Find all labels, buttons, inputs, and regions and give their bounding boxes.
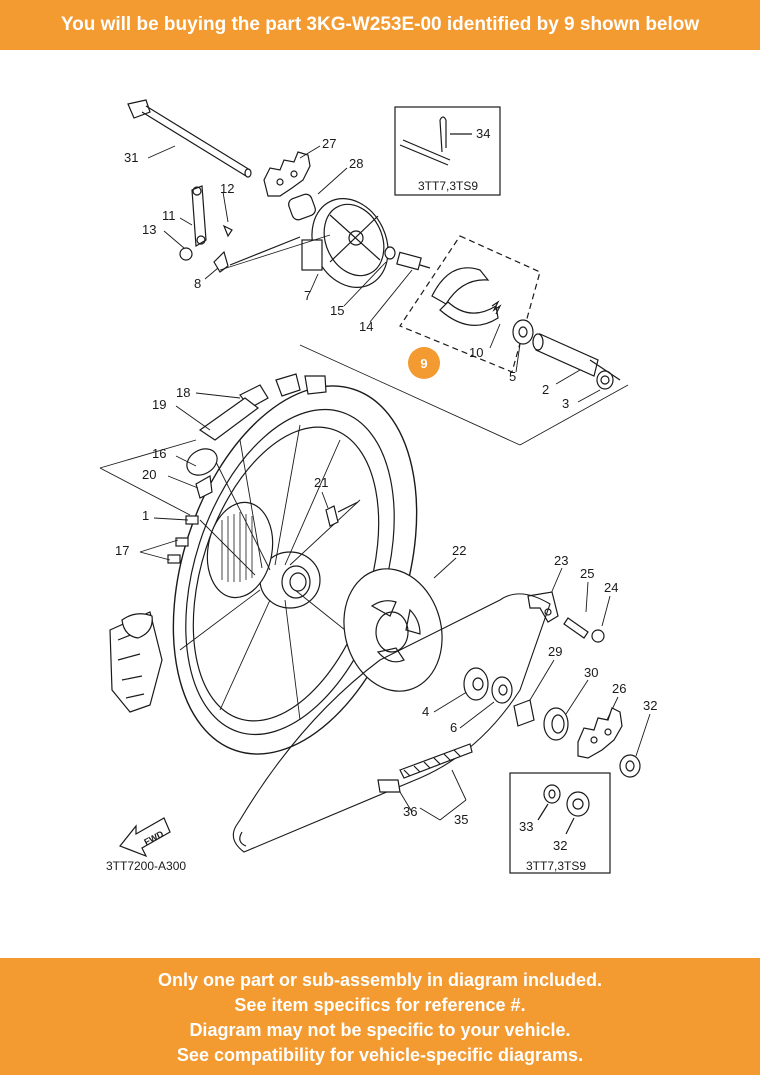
chain-adjuster-parts [527, 591, 605, 643]
part-label: 16 [152, 446, 166, 461]
part-label: 31 [124, 150, 138, 165]
part-label: 36 [403, 804, 417, 819]
part-label: 27 [322, 136, 336, 151]
axle-part [127, 99, 252, 178]
leader-lines [99, 145, 651, 821]
part-label: 2 [542, 382, 549, 397]
drawing-code: 3TT7200-A300 [106, 859, 186, 873]
part-label: 12 [220, 181, 234, 196]
part-label: 17 [115, 543, 129, 558]
part-label: 28 [349, 156, 363, 171]
brake-shoe-group-highlight [399, 235, 541, 373]
part-label: 26 [612, 681, 626, 696]
part-label: 20 [142, 467, 156, 482]
highlight-marker [408, 347, 440, 379]
drive-sprocket-part [577, 707, 641, 778]
part-label: 4 [422, 704, 429, 719]
part-label: 5 [509, 369, 516, 384]
part-label: 32 [553, 838, 567, 853]
highlight-marker-label: 9 [420, 356, 427, 371]
part-label: 1 [142, 508, 149, 523]
part-label: 19 [152, 397, 166, 412]
part-label: 22 [452, 543, 466, 558]
footer-line: See compatibility for vehicle-specific d… [176, 1045, 584, 1065]
part-label: 7 [304, 288, 311, 303]
brake-arm-part [179, 185, 301, 273]
footer-line: Diagram may not be specific to your vehi… [189, 1020, 571, 1040]
part-label: 15 [330, 303, 344, 318]
inset-top-label: 3TT7,3TS9 [418, 179, 478, 193]
part-label: 33 [519, 819, 533, 834]
sprocket-hub-upper [263, 151, 316, 221]
brake-panel-part [301, 198, 389, 288]
wheel-assembly [109, 373, 418, 755]
bearing-spacer-parts [512, 319, 621, 390]
rear-sprocket-part [343, 568, 443, 692]
part-label: 30 [584, 665, 598, 680]
hub-bearings-parts [463, 667, 569, 741]
header-text: You will be buying the part 3KG-W253E-00… [60, 14, 700, 35]
footer-banner: Only one part or sub-assembly in diagram… [0, 958, 760, 1075]
inset-box-bottom [509, 772, 611, 874]
part-label: 25 [580, 566, 594, 581]
shaft-parts [384, 246, 431, 271]
fwd-arrow-icon [119, 817, 171, 858]
inset-bottom-label: 3TT7,3TS9 [526, 859, 586, 873]
part-label: 14 [359, 319, 373, 334]
part-label: 6 [450, 720, 457, 735]
part-label: 21 [314, 475, 328, 490]
part-label: 3 [562, 396, 569, 411]
drive-chain-part [232, 593, 551, 853]
footer-line: Only one part or sub-assembly in diagram… [157, 970, 603, 990]
part-label: 24 [604, 580, 618, 595]
part-label: 32 [643, 698, 657, 713]
part-label: 10 [469, 345, 483, 360]
footer-line: See item specifics for reference #. [234, 995, 526, 1015]
part-label: 29 [548, 644, 562, 659]
part-label: 11 [162, 208, 176, 223]
header-banner: You will be buying the part 3KG-W253E-00… [0, 0, 760, 50]
inset-box-top [394, 106, 501, 196]
part-label: 13 [142, 222, 156, 237]
part-label: 18 [176, 385, 190, 400]
part-label: 8 [194, 276, 201, 291]
part-label: 34 [476, 126, 490, 141]
exploded-parts-diagram: 31 27 28 34 12 11 13 8 7 15 14 10 5 2 3 … [99, 99, 657, 874]
part-label: 35 [454, 812, 468, 827]
part-label: 23 [554, 553, 568, 568]
